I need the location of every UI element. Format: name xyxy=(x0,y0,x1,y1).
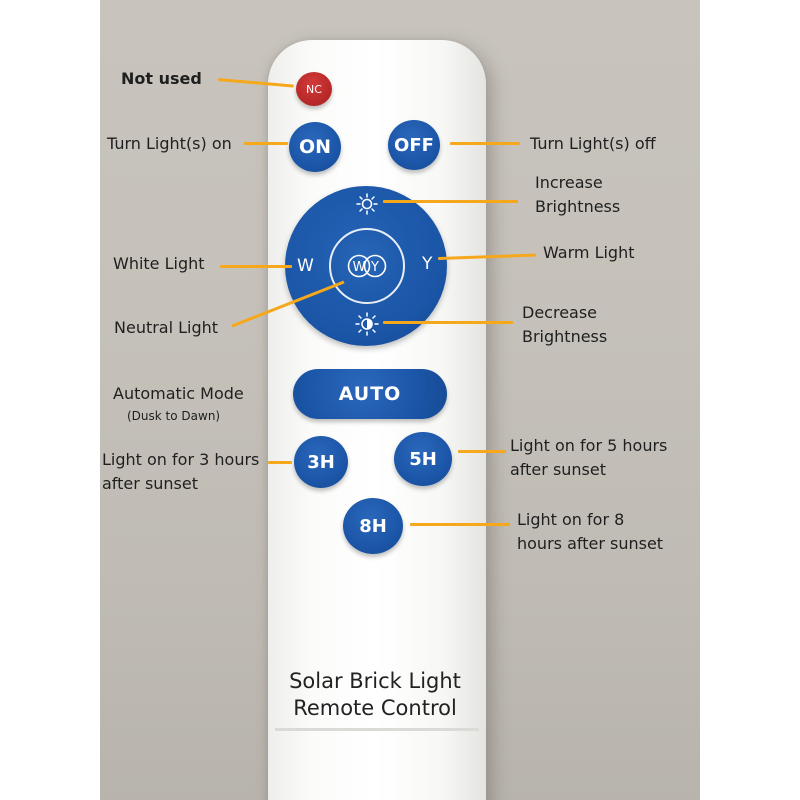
remote-caption: Solar Brick Light Remote Control xyxy=(270,668,480,722)
half-sun-icon[interactable] xyxy=(352,312,382,340)
remote-caption-line-2: Remote Control xyxy=(293,696,457,720)
right-margin xyxy=(700,0,800,800)
neutral-y-glyph: Y xyxy=(370,260,379,275)
label-turn-off: Turn Light(s) off xyxy=(530,134,656,153)
label-warm-light: Warm Light xyxy=(543,243,635,262)
leader-line-increase xyxy=(383,200,518,203)
on-button[interactable]: ON xyxy=(289,122,341,172)
leader-line-decrease xyxy=(383,321,513,324)
label-8h-line2: hours after sunset xyxy=(517,534,664,553)
sun-icon[interactable] xyxy=(352,193,382,219)
nc-button[interactable]: NC xyxy=(296,72,332,106)
label-white-light: White Light xyxy=(113,254,205,273)
timer-3h-button[interactable]: 3H xyxy=(294,436,348,488)
leader-line-white xyxy=(220,265,292,268)
remote-caption-line-1: Solar Brick Light xyxy=(289,669,461,693)
label-5h-line2: after sunset xyxy=(510,460,607,479)
label-decrease-line2: Brightness xyxy=(522,327,608,346)
leader-line-turn-on xyxy=(244,142,288,145)
label-auto-line1: Automatic Mode xyxy=(113,384,244,403)
neutral-light-button[interactable]: W Y xyxy=(329,228,405,304)
label-not-used: Not used xyxy=(121,69,202,88)
neutral-w-glyph: W xyxy=(353,260,366,275)
label-5h-line1: Light on for 5 hours xyxy=(510,436,668,455)
label-decrease-line1: Decrease xyxy=(522,303,598,322)
label-increase-line2: Brightness xyxy=(535,197,621,216)
leader-line-turn-off xyxy=(450,142,520,145)
label-auto-line2: (Dusk to Dawn) xyxy=(127,409,221,423)
warm-light-button[interactable]: Y xyxy=(422,254,433,274)
leader-line-8h xyxy=(410,523,510,526)
label-8h-line1: Light on for 8 xyxy=(517,510,625,529)
leader-line-5h xyxy=(458,450,506,453)
leader-line-3h xyxy=(268,461,292,464)
off-button[interactable]: OFF xyxy=(388,120,440,170)
timer-8h-button[interactable]: 8H xyxy=(343,498,403,554)
label-increase-line1: Increase xyxy=(535,173,603,192)
timer-5h-button[interactable]: 5H xyxy=(394,432,452,486)
label-3h-line1: Light on for 3 hours xyxy=(102,450,260,469)
left-margin xyxy=(0,0,100,800)
auto-button[interactable]: AUTO xyxy=(293,369,447,419)
label-turn-on: Turn Light(s) on xyxy=(107,134,232,153)
remote-battery-seam xyxy=(275,728,479,731)
label-neutral-light: Neutral Light xyxy=(114,318,219,337)
white-light-button[interactable]: W xyxy=(297,256,314,276)
label-3h-line2: after sunset xyxy=(102,474,199,493)
